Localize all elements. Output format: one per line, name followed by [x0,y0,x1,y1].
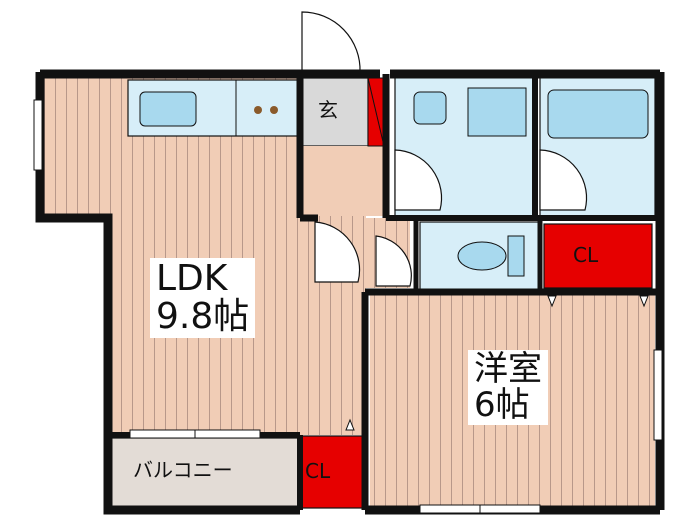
western-room-size: 6帖 [474,384,530,425]
kitchen-counter [127,79,301,137]
closet-2-label: CL [305,459,331,483]
western-room-name: 洋室 [474,349,542,389]
balcony-label: バルコニー [133,458,233,482]
ldk-label: LDK 9.8帖 [150,258,256,338]
western-room-label: 洋室 6帖 [468,349,548,426]
ldk-room-size: 9.8帖 [156,295,250,337]
windows [33,99,663,514]
closets [300,223,653,509]
balcony-floor [107,437,301,509]
entrance-area [299,11,385,216]
closet-1-label: CL [573,243,599,267]
walls [35,69,665,515]
ldk-room-name: LDK [156,258,228,299]
entrance-label: 玄 [318,98,338,122]
door-swings [314,149,588,287]
closet-door-markers [345,295,649,431]
